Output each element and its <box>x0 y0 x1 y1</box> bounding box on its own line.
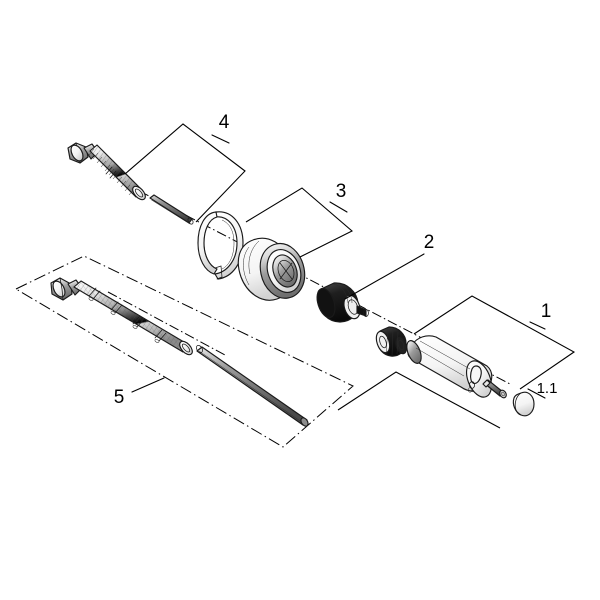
part-split-ring-clip <box>197 211 244 280</box>
part-set-screw <box>482 379 507 399</box>
callout-bracket-4 <box>124 123 246 223</box>
callout-labels: 4 3 2 1 1.1 5 <box>114 112 558 408</box>
callout-bracket-1-1 <box>337 371 546 429</box>
part-knurled-nut <box>375 326 408 357</box>
callout-label-2: 2 <box>424 232 435 253</box>
part-knurled-spindle <box>50 277 193 356</box>
callout-label-1-1: 1.1 <box>537 380 558 397</box>
part-threaded-bolt <box>67 142 146 201</box>
group-box-5 <box>14 255 354 448</box>
callout-label-5: 5 <box>114 387 125 408</box>
callout-label-3: 3 <box>336 181 347 202</box>
callout-leader-5 <box>131 377 165 393</box>
callout-bracket-1 <box>413 295 576 390</box>
part-extension-rod <box>196 345 309 427</box>
callout-leader-2 <box>344 253 425 300</box>
part-cartridge <box>316 282 369 323</box>
callout-bracket-3 <box>245 187 353 258</box>
callout-label-4: 4 <box>219 112 230 133</box>
part-roll-pin <box>149 194 194 225</box>
part-flange-collar <box>237 237 306 301</box>
part-cap-disc <box>512 391 535 417</box>
callout-label-1: 1 <box>541 301 552 322</box>
part-cylinder-housing <box>406 335 493 398</box>
